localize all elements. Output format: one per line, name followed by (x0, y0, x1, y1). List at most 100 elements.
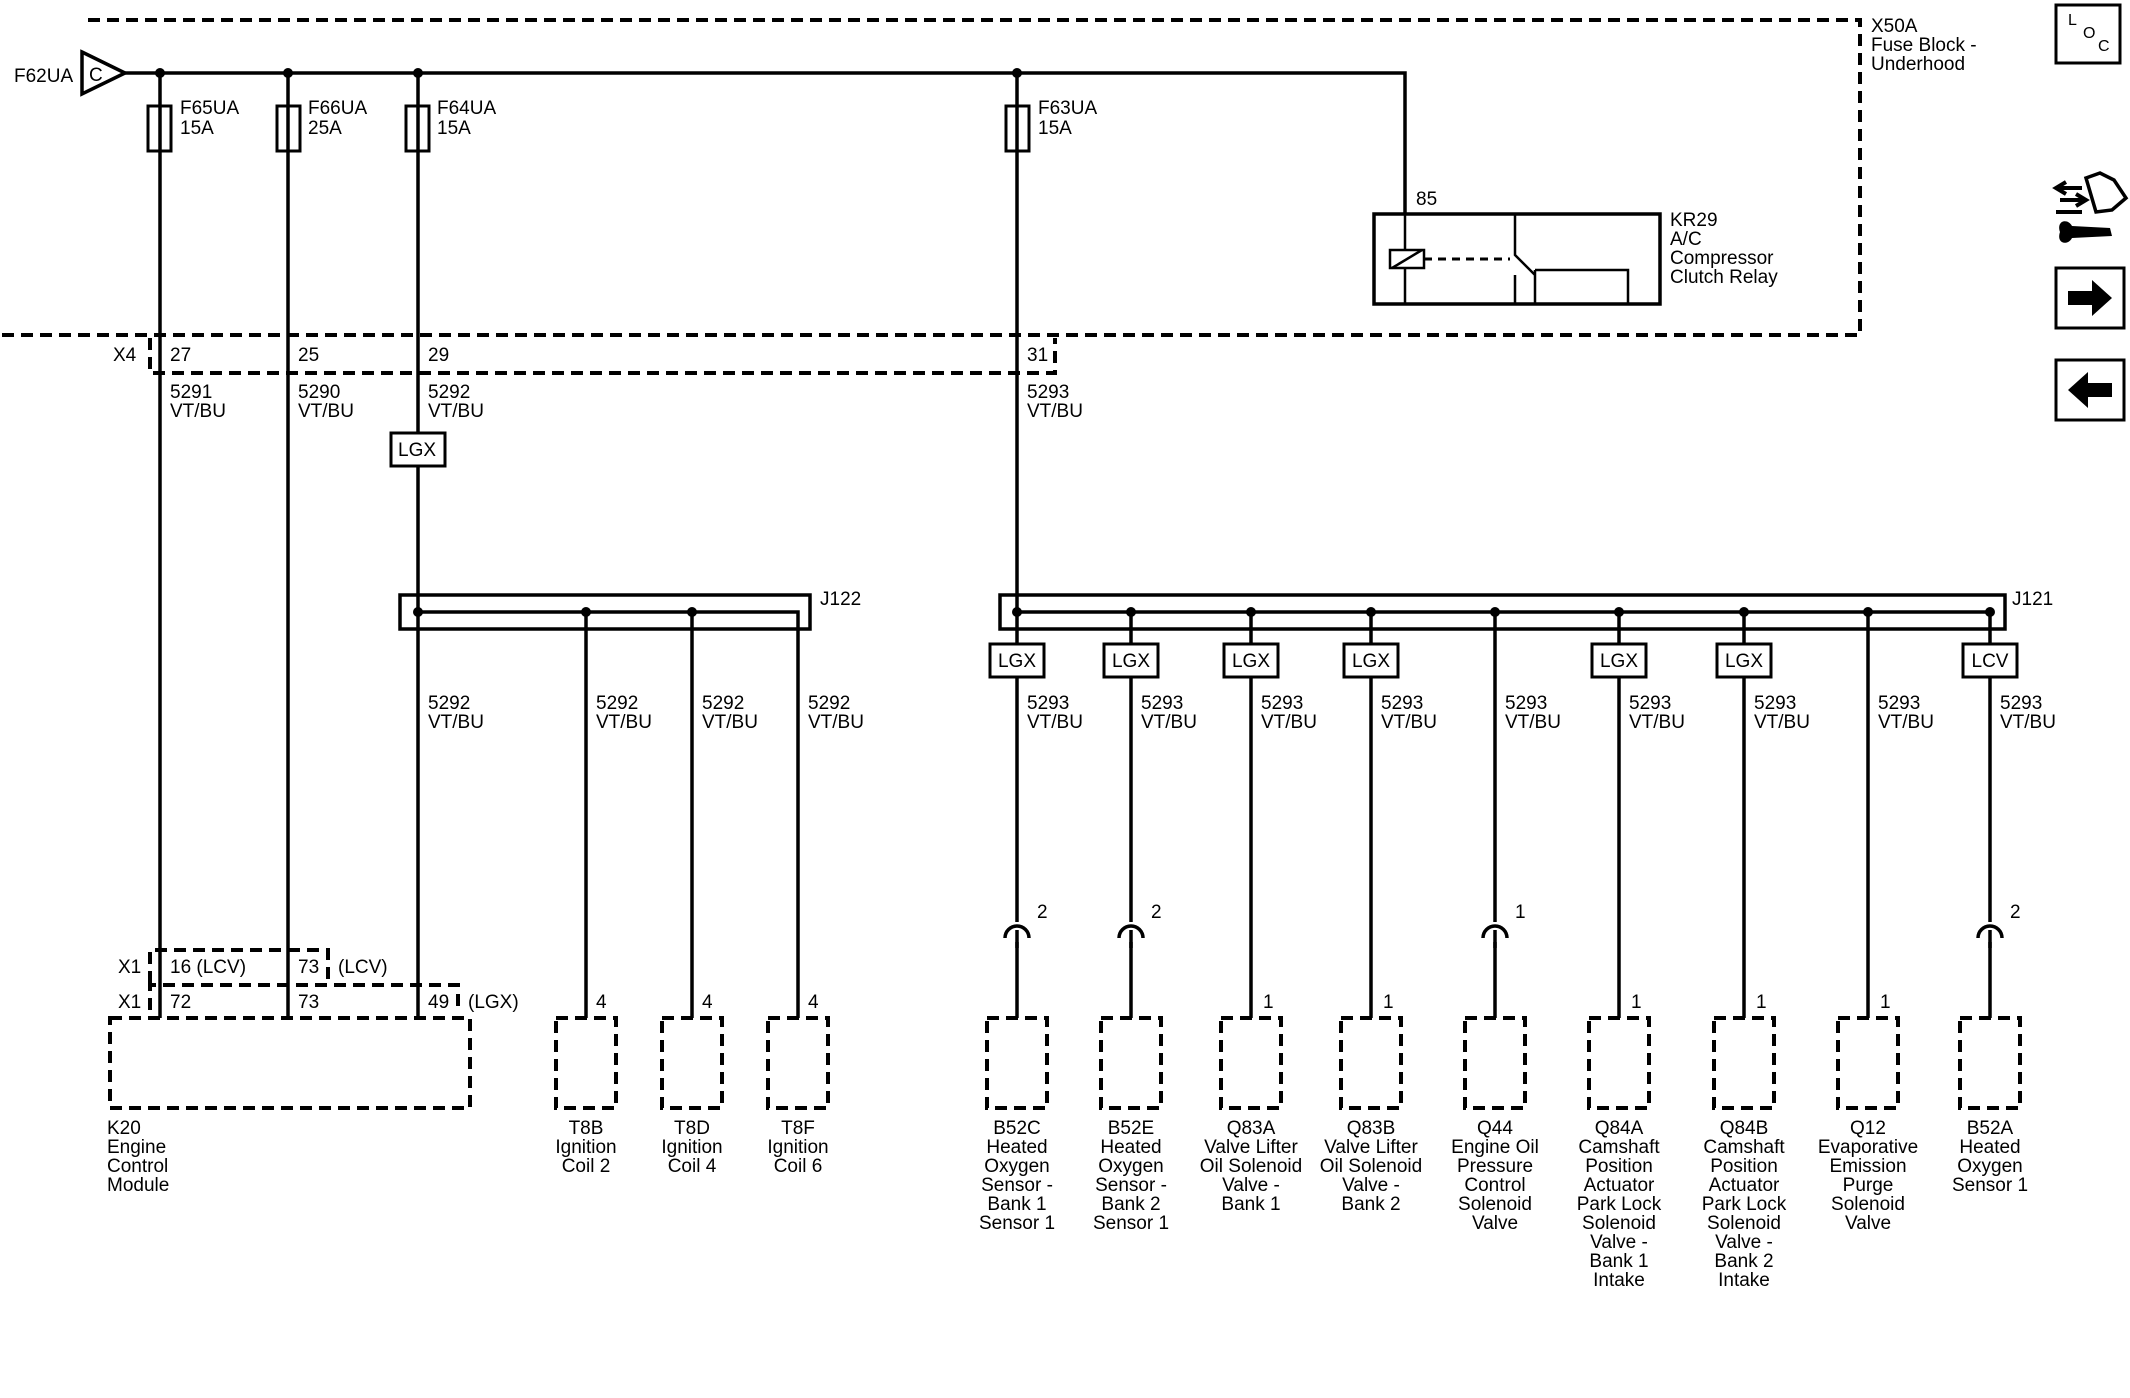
component-label: Intake (1593, 1270, 1645, 1291)
x1-lower-connector (148, 983, 460, 1010)
splice-j121-label: J121 (2012, 589, 2053, 610)
j121-option-label: LGX (1600, 651, 1638, 672)
previous-page-button[interactable] (2054, 358, 2126, 422)
component-label: Purge (1843, 1175, 1894, 1196)
previous-page-arrow-icon (2068, 372, 2112, 408)
relay-label-0: KR29 (1670, 210, 1718, 231)
coil-label: T8D (674, 1118, 710, 1139)
loc-letter-c: C (2098, 38, 2110, 55)
coil-label: T8B (569, 1118, 604, 1139)
j121-branch-circuit: 5293 (1381, 693, 1423, 714)
component-label: Q84B (1720, 1118, 1769, 1139)
next-page-button[interactable] (2054, 266, 2126, 330)
ecm-label-2: Control (107, 1156, 168, 1177)
component-label: Oxygen (1957, 1156, 2022, 1177)
component-label: B52A (1967, 1118, 2014, 1139)
ecm-label-1: Engine (107, 1137, 166, 1158)
component-label: Q83A (1227, 1118, 1276, 1139)
component-label: Control (1464, 1175, 1525, 1196)
j121-option-box (1961, 642, 2019, 679)
j121-branch-circuit: 5293 (2000, 693, 2042, 714)
option-box-lgx-upper (389, 431, 447, 468)
x4-pin-29: 29 (428, 345, 449, 366)
coil-label: Ignition (555, 1137, 616, 1158)
component-label: Q44 (1477, 1118, 1513, 1139)
j121-option-box (1590, 642, 1648, 679)
power-bus (125, 71, 1407, 214)
component-label: Solenoid (1831, 1194, 1905, 1215)
fuse-f63ua-ref: F63UA (1038, 98, 1097, 119)
component-label: Bank 2 (1714, 1251, 1773, 1272)
component-label: Oil Solenoid (1320, 1156, 1422, 1177)
coil-label: Ignition (661, 1137, 722, 1158)
fuse-f63ua-rating: 15A (1038, 118, 1072, 139)
j121-branch-circuit: 5293 (1754, 693, 1796, 714)
splice-j122-label: J122 (820, 589, 861, 610)
component-label: Bank 2 (1101, 1194, 1160, 1215)
coil-label: Coil 6 (774, 1156, 823, 1177)
loc-button[interactable]: L O C (2054, 3, 2122, 65)
component-pin: 1 (1383, 992, 1394, 1013)
coil-label: T8F (781, 1118, 815, 1139)
j121-branch-circuit: 5293 (1878, 693, 1920, 714)
connector-views-icon[interactable] (2052, 171, 2129, 243)
j121-option-label: LGX (1725, 651, 1763, 672)
fuse-block-label-1: Fuse Block - (1871, 35, 1977, 56)
fuse-f66ua-rating: 25A (308, 118, 342, 139)
coil-body (766, 1016, 830, 1110)
j122-wire-1-circuit: 5292 (428, 693, 470, 714)
x1-lower-pin-b: 73 (298, 992, 319, 1013)
component-label: Evaporative (1818, 1137, 1918, 1158)
x1-lower-name: X1 (118, 992, 141, 1013)
component-label: Actuator (1709, 1175, 1780, 1196)
component-body (1339, 1016, 1403, 1110)
wire-5291-color: VT/BU (170, 401, 226, 422)
component-label: Solenoid (1707, 1213, 1781, 1234)
splice-j122 (398, 593, 812, 631)
relay-kr29-body (1372, 212, 1662, 306)
wire-5291-circuit: 5291 (170, 382, 212, 403)
component-label: Intake (1718, 1270, 1770, 1291)
component-label: Actuator (1584, 1175, 1655, 1196)
j122-wire-2-color: VT/BU (596, 712, 652, 733)
x1-upper-name: X1 (118, 957, 141, 978)
j121-branch-color: VT/BU (1027, 712, 1083, 733)
component-label: Valve - (1590, 1232, 1648, 1253)
source-f62ua-label: F62UA (14, 66, 73, 87)
j121-option-box (1222, 642, 1280, 679)
fuse-f66ua-ref: F66UA (308, 98, 367, 119)
component-label: Heated (1959, 1137, 2020, 1158)
component-label: Engine Oil (1451, 1137, 1539, 1158)
j121-branch-circuit: 5293 (1141, 693, 1183, 714)
coil-label: Coil 2 (562, 1156, 611, 1177)
component-label: Bank 2 (1341, 1194, 1400, 1215)
component-label: Valve Lifter (1204, 1137, 1298, 1158)
j121-branch-color: VT/BU (1629, 712, 1685, 733)
j121-branch-color: VT/BU (1381, 712, 1437, 733)
component-label: Valve - (1342, 1175, 1400, 1196)
component-body (1712, 1016, 1776, 1110)
fuse-block-label-0: X50A (1871, 16, 1918, 37)
ecm-label-0: K20 (107, 1118, 141, 1139)
j122-wire-3-circuit: 5292 (702, 693, 744, 714)
component-label: Sensor 1 (979, 1213, 1055, 1234)
component-label: Sensor 1 (1093, 1213, 1169, 1234)
ecm-k20-module (108, 1016, 472, 1110)
fuse-f65ua-rating: 15A (180, 118, 214, 139)
j121-branch-color: VT/BU (1505, 712, 1561, 733)
component-label: Camshaft (1703, 1137, 1785, 1158)
x1-lower-pin-a: 72 (170, 992, 191, 1013)
inline-connector-pin-number: 2 (1151, 902, 1162, 923)
relay-label-2: Compressor (1670, 248, 1774, 269)
j121-branch-circuit: 5293 (1505, 693, 1547, 714)
coil-label: Ignition (767, 1137, 828, 1158)
j122-wire-3-color: VT/BU (702, 712, 758, 733)
component-label: Pressure (1457, 1156, 1533, 1177)
wire-5292-color: VT/BU (428, 401, 484, 422)
inline-connector-pin-number: 2 (1037, 902, 1048, 923)
component-label: Solenoid (1458, 1194, 1532, 1215)
source-f62ua-letter: C (89, 65, 103, 86)
x1-lower-pin-c: 49 (428, 992, 449, 1013)
component-body (1587, 1016, 1651, 1110)
